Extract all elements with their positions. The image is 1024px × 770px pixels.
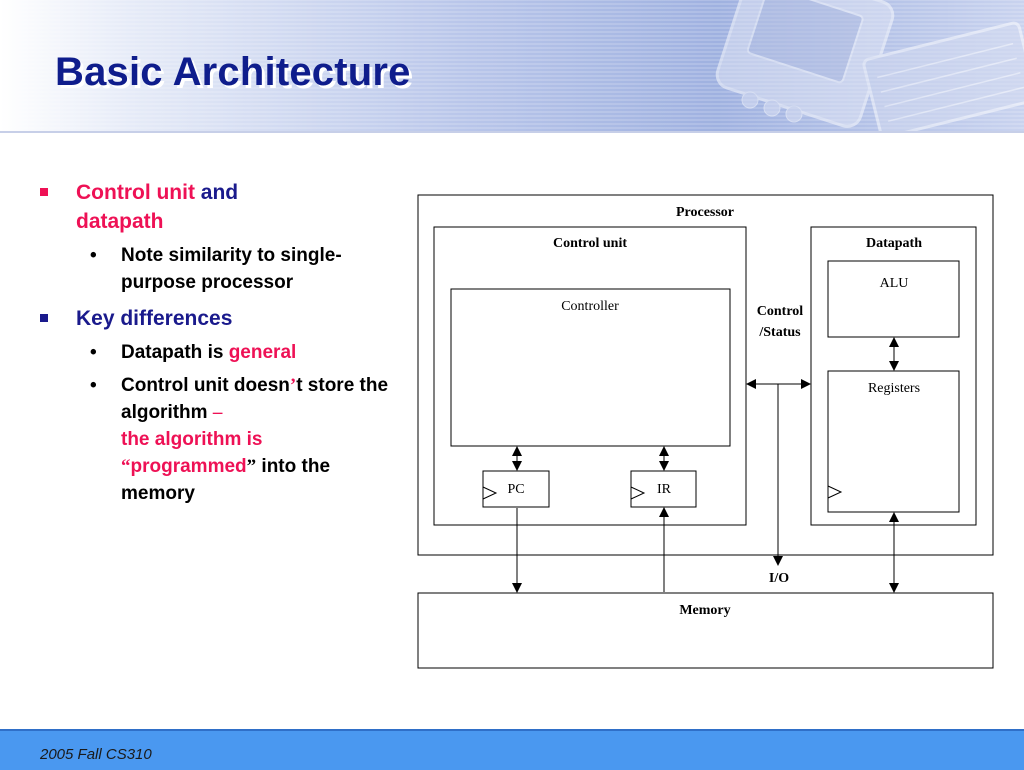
alu-label: ALU xyxy=(880,276,909,291)
sub-bullet-text-dash: – xyxy=(212,402,223,423)
sub-bullet-text: Note similarity to single-purpose proces… xyxy=(121,245,342,293)
controller-label: Controller xyxy=(561,299,619,314)
sub-bullet-text-close-quote: ” xyxy=(246,456,257,477)
square-bullet-icon xyxy=(40,314,48,322)
pc-register-box xyxy=(482,470,550,508)
memory-box xyxy=(417,592,994,669)
handheld-keyboard-icon xyxy=(715,0,1024,133)
datapath-box xyxy=(810,226,977,526)
sub-bullet-note-similarity: • Note similarity to single-purpose proc… xyxy=(40,242,366,296)
datapath-label: Datapath xyxy=(866,236,922,251)
sub-bullet-datapath-general: • Datapath is general xyxy=(40,339,410,366)
processor-label: Processor xyxy=(676,205,734,220)
registers-clock-icon xyxy=(827,485,843,499)
round-bullet-icon: • xyxy=(90,375,97,396)
square-bullet-icon xyxy=(40,188,48,196)
header-divider xyxy=(0,131,1024,133)
bullet-text-control-unit: Control unit xyxy=(76,181,195,204)
round-bullet-icon: • xyxy=(90,245,97,266)
sub-bullet-text-open-quote: “ xyxy=(121,456,131,477)
sub-bullet-text-programmed: programmed xyxy=(130,456,247,477)
alu-box xyxy=(827,260,960,338)
pc-clock-icon xyxy=(482,486,498,500)
control-unit-box xyxy=(433,226,747,526)
bullet-text-datapath: datapath xyxy=(76,210,164,233)
memory-label: Memory xyxy=(679,603,730,618)
bullet-text-key-differences: Key differences xyxy=(76,307,233,330)
control-status-label-line2: /Status xyxy=(758,325,801,340)
controller-box xyxy=(450,288,731,447)
bullet-control-unit-and-datapath: Control unit and datapath xyxy=(40,178,410,236)
footer-text: 2005 Fall CS310 xyxy=(40,746,152,763)
slide-header: Basic Architecture xyxy=(0,0,1024,133)
sub-bullet-text-apostrophe: ’ xyxy=(289,375,297,396)
processor-box xyxy=(417,194,994,556)
slide-footer: 2005 Fall CS310 xyxy=(0,729,1024,770)
control-unit-label: Control unit xyxy=(553,236,627,251)
ir-label: IR xyxy=(657,482,672,497)
ir-clock-icon xyxy=(630,486,646,500)
architecture-diagram: Processor Control unit Controller PC IR … xyxy=(417,194,994,669)
sub-bullet-text-part3: t store the algorithm xyxy=(121,375,389,423)
pc-label: PC xyxy=(507,482,524,497)
sub-bullet-control-unit-store: • Control unit doesn’t store the algorit… xyxy=(40,372,401,507)
slide-title: Basic Architecture xyxy=(55,50,411,94)
sub-bullet-text-datapath-is: Datapath is xyxy=(121,342,229,363)
control-status-label-line1: Control xyxy=(757,304,804,319)
bullet-key-differences: Key differences xyxy=(40,304,410,333)
sub-bullet-text-part1: Control unit doesn xyxy=(121,375,290,396)
bullet-list: Control unit and datapath • Note similar… xyxy=(40,178,410,507)
bullet-text-and: and xyxy=(194,181,239,204)
sub-bullet-text-algorithm-is: the algorithm is xyxy=(121,429,263,450)
sub-bullet-text-into-memory: into the memory xyxy=(121,456,331,504)
registers-label: Registers xyxy=(868,381,920,396)
round-bullet-icon: • xyxy=(90,342,97,363)
sub-bullet-text-general: general xyxy=(228,342,297,363)
io-label: I/O xyxy=(769,571,789,586)
